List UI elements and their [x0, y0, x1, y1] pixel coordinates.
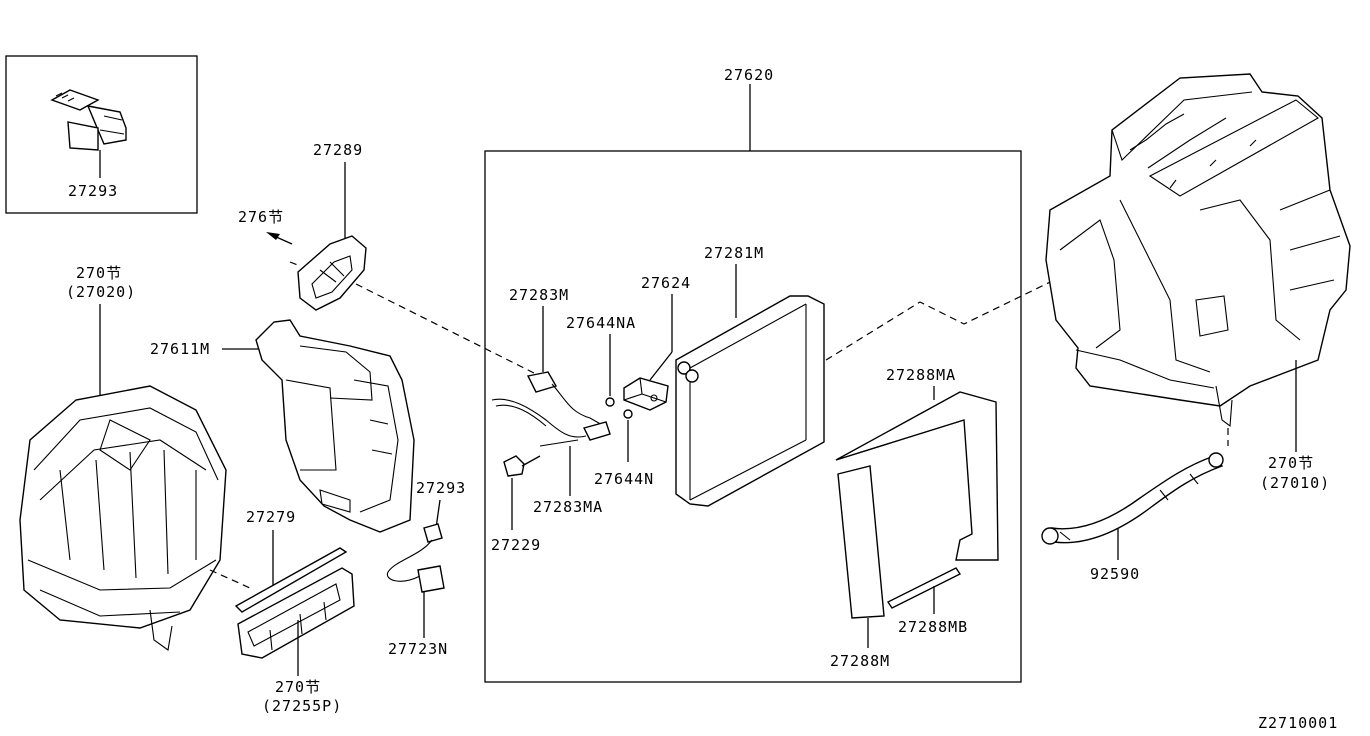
heater-section-label: 270节 [1268, 454, 1314, 472]
drain-hose-icon [1041, 452, 1224, 545]
pipe-icon [491, 371, 611, 447]
blower-section: 270节 (27020) [19, 264, 251, 651]
blower-unit-icon [19, 385, 227, 651]
harness-icon [386, 523, 445, 593]
duct-icon [255, 319, 415, 533]
pipe-group: 27283M 27644NA 27283MA [491, 286, 636, 516]
harness-group: 27293 27723N [386, 479, 466, 658]
evaporator-box: 27620 [484, 66, 1022, 683]
filter-group: 27279 270节 (27255P) [234, 508, 355, 715]
arrow-icon [266, 232, 280, 240]
aspirator-part-label: 27289 [313, 141, 363, 159]
blower-section-label: 270节 [76, 264, 122, 282]
cover-lower-icon [837, 465, 962, 619]
bolt-group: 27229 [491, 455, 541, 554]
core-group: 27281M [675, 244, 1117, 507]
filter-ref-label: (27255P) [262, 697, 342, 715]
valve-part-label: 27624 [641, 274, 691, 292]
diagram-code: Z2710001 [1258, 714, 1338, 732]
seal-part-label: 27279 [246, 508, 296, 526]
heater-ref-label: (27010) [1260, 474, 1330, 492]
heater-section: 270节 (27010) [1045, 73, 1351, 492]
seal-strip-icon [234, 547, 348, 613]
evaporator-assy-label: 27620 [724, 66, 774, 84]
heater-unit-icon [1045, 73, 1351, 428]
drain-hose-group: 92590 [1041, 452, 1224, 583]
cover-upper-icon [835, 391, 999, 561]
harness-part-label: 27293 [416, 479, 466, 497]
cover-mb-label: 27288MB [898, 618, 968, 636]
inset-panel: 27293 [5, 55, 198, 214]
bolt-part-label: 27229 [491, 536, 541, 554]
oring-a-label: 27644NA [566, 314, 636, 332]
expansion-valve-icon [623, 377, 669, 411]
valve-group: 27624 27644N [594, 274, 691, 488]
core-part-label: 27281M [704, 244, 764, 262]
aspirator-icon [297, 235, 367, 311]
aspirator-group: 276节 27289 [238, 141, 541, 377]
duct-part-label: 27611M [150, 340, 210, 358]
oring-b-icon [623, 409, 633, 419]
drain-hose-label: 92590 [1090, 565, 1140, 583]
bolt-icon [503, 455, 541, 477]
blower-ref-label: (27020) [66, 283, 136, 301]
harness-sub-label: 27723N [388, 640, 448, 658]
filter-frame-icon [237, 567, 355, 659]
inset-part-label: 27293 [68, 182, 118, 200]
pipe-a-label: 27283M [509, 286, 569, 304]
duct-group: 27611M [150, 319, 415, 533]
oring-a-icon [605, 397, 615, 407]
aspirator-276-label: 276节 [238, 208, 284, 226]
cover-group: 27288MA 27288MB 27288M [830, 366, 999, 670]
pipe-b-label: 27283MA [533, 498, 603, 516]
sensor-connector-icon [50, 89, 127, 151]
cover-m-label: 27288M [830, 652, 890, 670]
cover-ma-label: 27288MA [886, 366, 956, 384]
evaporator-core-icon [675, 295, 825, 507]
filter-section-label: 270节 [275, 678, 321, 696]
oring-b-label: 27644N [594, 470, 654, 488]
